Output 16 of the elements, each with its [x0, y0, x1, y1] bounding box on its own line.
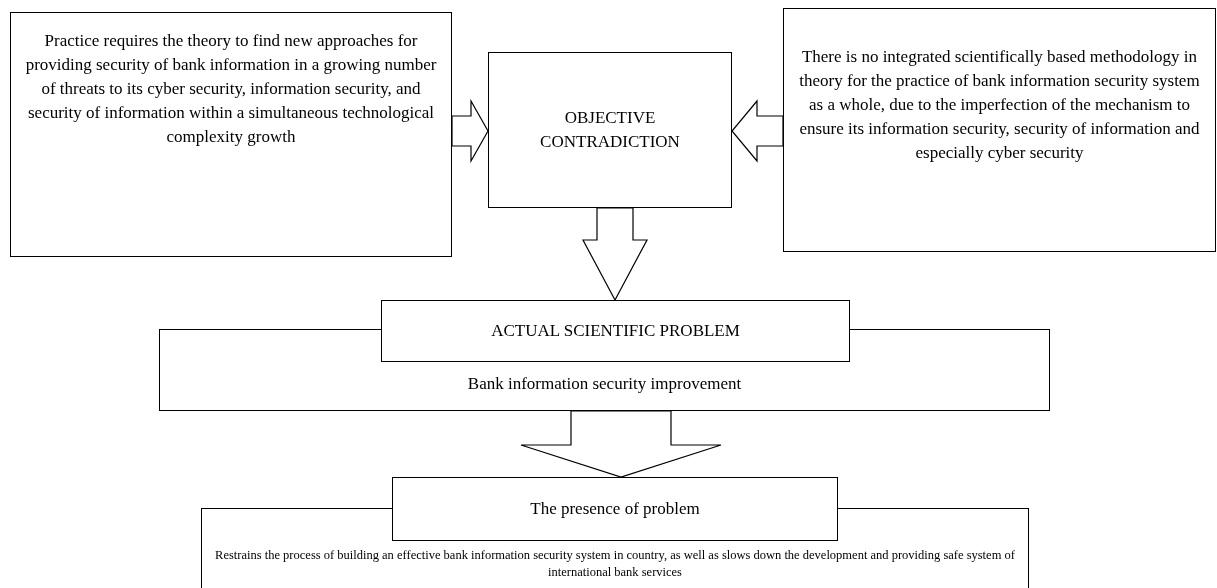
box-text: ACTUAL SCIENTIFIC PROBLEM: [491, 320, 740, 342]
box-text: Restrains the process of building an effective bank information security system in country, as well as slows down the development and providing safe system of international bank services: [214, 547, 1016, 581]
block-arrow: [731, 99, 784, 163]
box-text: There is no integrated scientifically based methodology in theory for the practice of bank information security system as a whole, due to the imperfection of the mechanism to ensure its information security, security of information and especially cyber security: [798, 46, 1201, 164]
concept-box: [488, 52, 732, 208]
box-text: The presence of problem: [530, 498, 700, 520]
heading-box: [392, 477, 838, 541]
block-arrow: [451, 98, 489, 164]
block-arrow: [582, 207, 648, 302]
text-box: [10, 12, 452, 257]
box-text: Bank information security improvement: [467, 373, 742, 395]
block-arrow: [520, 410, 722, 478]
text-box: [783, 8, 1216, 252]
heading-box: [381, 300, 850, 362]
box-text: Practice requires the theory to find new approaches for providing security of bank information in a growing number of threats to its cyber security, information security, and security of information within a simultaneous technological complexity growth: [24, 30, 438, 148]
box-text: OBJECTIVE CONTRADICTION: [539, 107, 681, 153]
